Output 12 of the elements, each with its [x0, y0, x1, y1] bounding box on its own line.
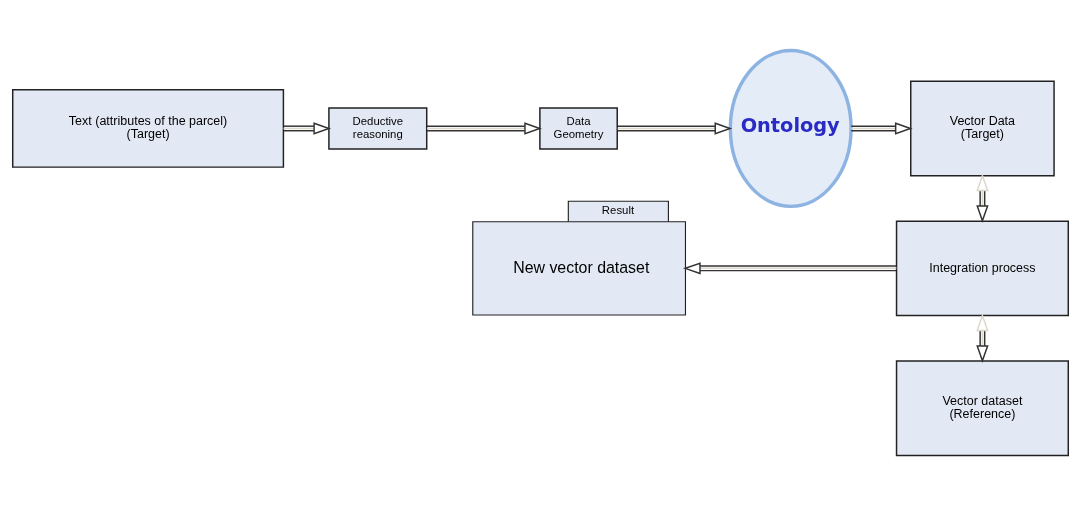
arrow — [850, 122, 913, 135]
node-ellipse: Ontology — [728, 48, 853, 209]
arrow — [282, 122, 332, 135]
node-box: Integration process — [895, 220, 1069, 317]
node-box: Vector dataset (Reference) — [895, 360, 1069, 457]
node-box: Deductive reasoning — [328, 107, 428, 150]
node-box: Data Geometry — [539, 107, 618, 150]
arrow — [616, 122, 733, 135]
arrow — [682, 262, 898, 275]
arrow — [426, 122, 542, 135]
node-box: Vector Data (Target) — [910, 80, 1055, 177]
node-box: Text (attributes of the parcel) (Target) — [12, 89, 285, 168]
